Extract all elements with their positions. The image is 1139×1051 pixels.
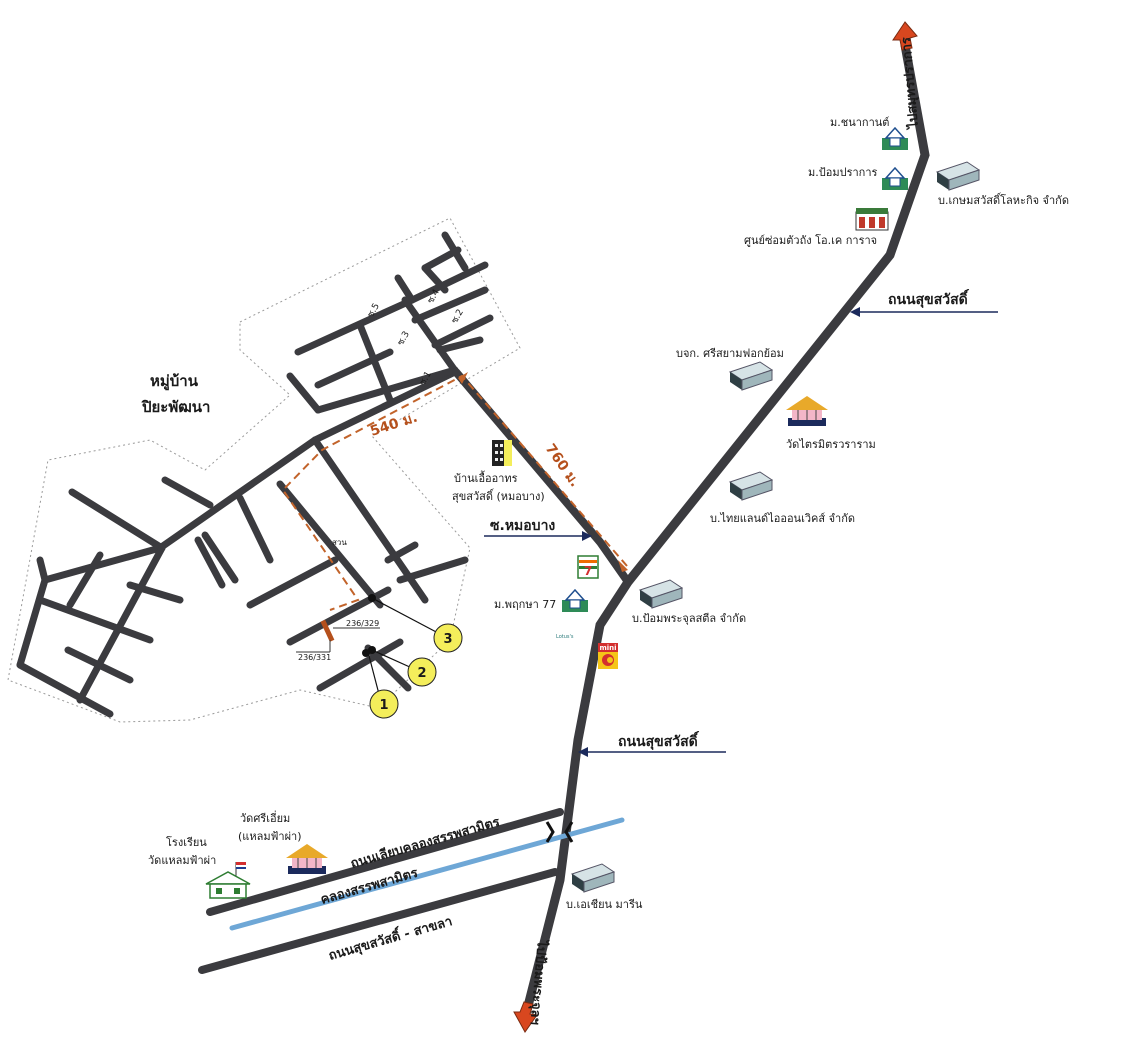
village-house-icon [882, 166, 908, 190]
marker-1-label: 1 [379, 698, 388, 713]
marker-dot-3 [368, 594, 376, 602]
soi-3-label: ซ.3 [396, 330, 412, 348]
mini-c-icon: mini [598, 643, 618, 669]
route-dashed [281, 374, 628, 611]
factory-icon [728, 471, 774, 501]
north-arrow-icon [892, 21, 918, 51]
route-arrowhead-top [458, 372, 468, 384]
baan-ua-line1: บ้านเอื้ออาทร [454, 470, 518, 485]
factory-icon [935, 161, 981, 191]
soi-2-label: ซ.2 [450, 308, 466, 326]
marker-dot-1 [362, 649, 370, 657]
baan-ua-line2: สุขสวัสดิ์ (หมอบาง) [452, 488, 545, 503]
village-house-icon [562, 588, 588, 612]
village-name-line1: หมู่บ้าน [150, 372, 199, 391]
route-arrowhead-bottom [618, 560, 628, 572]
marker-3-label: 3 [443, 632, 452, 647]
village-roads [16, 231, 494, 718]
village-name-line2: ปิยะพัฒนา [141, 398, 210, 416]
apartment-icon [492, 440, 512, 466]
temple-icon [286, 844, 328, 874]
plot-236-329-label: 236/329 [346, 619, 379, 628]
sukhumvit-upper-label: ถนนสุขสวัสดิ์ [888, 288, 970, 308]
plot-leaders [296, 627, 380, 653]
canal-label: คลองสรรพสามิตร [319, 866, 420, 908]
factory-icon [638, 579, 684, 609]
m-pomprakan-label: ม.ป้อมปราการ [808, 166, 877, 179]
marker-3[interactable]: 3 [433, 623, 463, 653]
pointer-upper-head [850, 307, 860, 317]
wat-sri-line2: (แหลมฟ้าผ่า) [238, 830, 302, 843]
garage-label: ศูนย์ซ่อมตัวถัง โอ.เค การาจ [744, 233, 877, 247]
south-arrow-icon [513, 1001, 538, 1033]
lotus-label: Lotus's [556, 634, 574, 640]
marker-2[interactable]: 2 [407, 657, 437, 687]
school-line2: วัดแหลมฟ้าผ่า [148, 854, 216, 867]
marker-1[interactable]: 1 [369, 689, 399, 719]
svg-text:mini: mini [599, 644, 616, 652]
pointer-mobang-head [582, 531, 592, 541]
sriyam-label: บจก. ศรีสยามฟอกย้อม [676, 347, 784, 360]
village-house-icon [882, 126, 908, 150]
north-direction-label: ไปสมุทรปราการ [897, 36, 922, 131]
bridge-icon [545, 821, 574, 843]
soi-mobang-label: ซ.หมอบาง [490, 518, 555, 534]
wat-sri-line1: วัดศรีเอี่ยม [240, 810, 290, 825]
plot-236-331-label: 236/331 [298, 653, 331, 662]
m-pruksa-label: ม.พฤกษา 77 [494, 598, 556, 611]
main-highway [198, 40, 930, 1015]
pointer-lower-head [578, 747, 588, 757]
thailand-io-label: บ.ไทยแลนด์ไอออนเวิคส์ จำกัด [710, 512, 855, 525]
park-label: สวน [332, 538, 347, 547]
svg-text:7: 7 [584, 564, 592, 578]
sukhumvit-lower-label: ถนนสุขสวัสดิ์ [618, 730, 700, 750]
school-line1: โรงเรียน [166, 835, 207, 849]
marker-2-label: 2 [417, 666, 426, 681]
canal-road-label: ถนนเลียบคลองสรรพสามิตร [349, 814, 502, 872]
garage-icon [855, 208, 889, 231]
target-plot [320, 619, 335, 642]
marker-dot-2 [368, 646, 376, 654]
factory-icon [728, 361, 774, 391]
pomphra-steel-label: บ.ป้อมพระจุลสตีล จำกัด [632, 612, 746, 625]
canal-water [229, 817, 625, 931]
m-chanakan-label: ม.ชนากานต์ [830, 116, 889, 129]
wat-trimit-label: วัดไตรมิตรวราราม [786, 438, 876, 451]
asian-marine-label: บ.เอเชียน มารีน [566, 898, 643, 911]
temple-icon [786, 396, 828, 426]
seven-eleven-icon: 7 [577, 555, 599, 579]
factory-icon [570, 863, 616, 893]
kasem-label: บ.เกษมสวัสดิ์โลหะกิจ จำกัด [938, 192, 1069, 207]
school-icon [205, 862, 251, 899]
village-boundary [7, 217, 521, 723]
marker-leaders [367, 597, 441, 699]
